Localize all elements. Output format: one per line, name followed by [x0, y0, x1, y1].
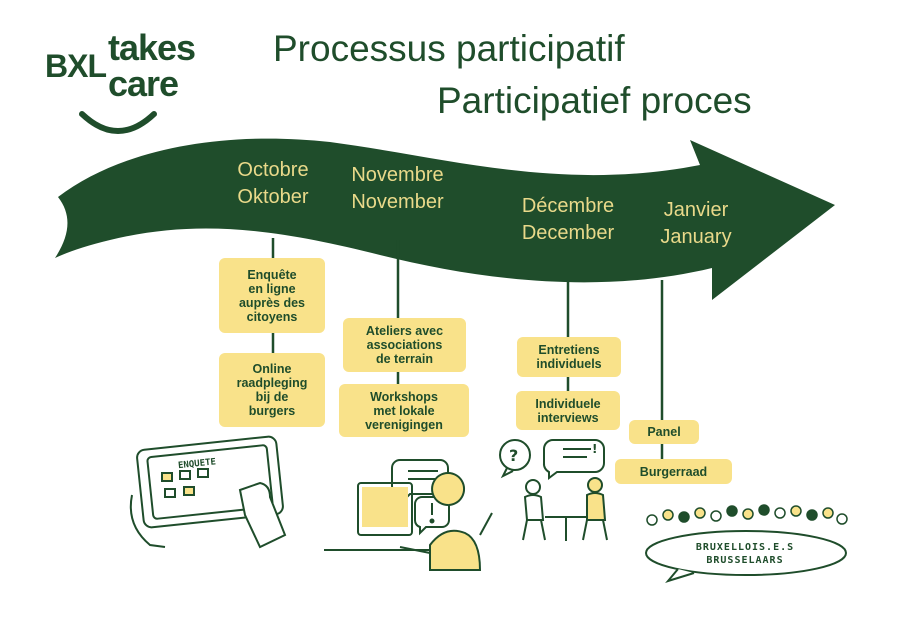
svg-text:!: !: [592, 442, 597, 456]
logo-line1: takes: [108, 27, 196, 68]
step-november-nl: Workshops met lokale verenigingen: [339, 384, 469, 437]
svg-text:?: ?: [509, 446, 518, 465]
arrow-shape: [55, 138, 835, 300]
logo-line2: care: [108, 63, 179, 104]
title-nl: Participatief proces: [437, 80, 752, 121]
step-november-fr: Ateliers avec associations de terrain: [343, 318, 466, 372]
logo-smile-icon: [79, 111, 157, 134]
month-fr: Janvier: [663, 199, 729, 221]
month-fr: Décembre: [521, 195, 615, 217]
step-october-fr: Enquête en ligne auprès des citoyens: [219, 258, 325, 333]
month-nl: January: [660, 226, 732, 248]
logo-prefix: BXL: [45, 48, 107, 84]
step-october-nl: Online raadpleging bij de burgers: [219, 353, 325, 427]
month-december: Décembre December: [506, 193, 630, 247]
month-november: Novembre November: [335, 162, 460, 216]
citizens-bubble-text: BRUXELLOIS.E.S BRUSSELAARS: [695, 542, 795, 566]
title-fr: Processus participatif: [273, 28, 625, 69]
interview-illustration: ? !: [499, 439, 608, 541]
month-nl: November: [351, 191, 444, 213]
month-october: Octobre Oktober: [213, 157, 333, 211]
step-december-nl: Individuele interviews: [516, 391, 620, 430]
step-january-nl: Burgerraad: [615, 459, 732, 484]
workshop-illustration: [324, 459, 493, 571]
month-fr: Novembre: [351, 164, 444, 186]
month-january: Janvier January: [645, 197, 747, 251]
step-december-fr: Entretiens individuels: [517, 337, 621, 377]
month-fr: Octobre: [237, 159, 309, 181]
tablet-survey-illustration: ENQUETE: [129, 435, 287, 549]
citizens-crowd-illustration: [645, 504, 848, 583]
tablet-label: ENQUETE: [178, 457, 217, 471]
step-january-fr: Panel: [629, 420, 699, 444]
month-nl: December: [521, 222, 615, 244]
month-nl: Oktober: [237, 186, 309, 208]
